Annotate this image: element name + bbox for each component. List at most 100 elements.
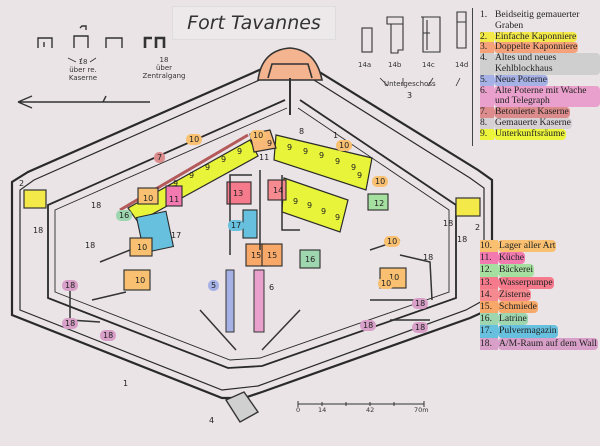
map-label: 18 <box>85 241 96 250</box>
legend-number: 7. <box>480 106 494 118</box>
map-label: 17 <box>171 231 182 240</box>
map-label: 9 <box>321 207 327 216</box>
map-label: 10 <box>378 278 395 289</box>
map-label: 6 <box>269 283 275 292</box>
legend-text: Latrine <box>498 313 528 326</box>
legend-text: Schmiede <box>498 301 538 314</box>
map-label: 4 <box>209 416 215 425</box>
map-label: 9 <box>351 163 357 172</box>
legend-item: 6.Alte Poterne mit Wache und Telegraph <box>480 85 600 108</box>
map-label: 9 <box>335 157 341 166</box>
map-title: Fort Tavannes <box>172 6 336 40</box>
legend-number: 6. <box>480 85 494 108</box>
map-label: 10 <box>186 134 203 145</box>
map-label: 10 <box>143 194 154 203</box>
map-label: 10 <box>250 130 267 141</box>
legend-item: 3.Doppelte Kaponniere <box>480 41 600 54</box>
map-label: 1 <box>123 379 129 388</box>
legend-number: 8. <box>480 117 494 129</box>
map-label: 9 <box>319 151 325 160</box>
new-postern <box>225 269 235 333</box>
map-label: 9 <box>293 197 299 206</box>
map-label: 10 <box>389 273 400 282</box>
map-label: 18 <box>443 219 454 228</box>
legend-number: 12. <box>480 264 498 277</box>
map-label: 18 <box>412 322 429 333</box>
map-label: 18 <box>360 320 377 331</box>
legend-item: 9.Unterkunftsräume <box>480 127 600 140</box>
note-line: Kaserne <box>68 74 98 82</box>
old-postern <box>253 269 265 333</box>
section-label-14a: 14a <box>358 61 372 69</box>
double-caponiere <box>257 47 323 115</box>
map-label: 9 <box>237 147 243 156</box>
legend-text: Unterkunftsräume <box>494 127 566 140</box>
legend-number: 4. <box>480 52 494 75</box>
map-label: 9 <box>357 171 363 180</box>
legend-text: A/M-Raum auf dem Wall <box>498 337 598 350</box>
legend-item: 13.Wasserpumpe <box>480 276 600 289</box>
map-label: 14 <box>273 186 284 195</box>
legend-item: 16.Latrine <box>480 313 600 326</box>
note-line: 18 <box>159 56 169 64</box>
map-label: 9 <box>307 201 313 210</box>
map-label: 18 <box>62 280 79 291</box>
note-line: 18 <box>78 58 88 66</box>
scale-tick: 70m <box>414 406 429 414</box>
legend-item: 7.Betonierte Kaserne <box>480 106 600 118</box>
section-label-14d: 14d <box>455 61 469 69</box>
legend-number: 10. <box>480 240 498 253</box>
caponiere-left <box>23 189 47 209</box>
map-label: 9 <box>205 163 211 172</box>
map-label: 15 <box>267 251 278 260</box>
map-label: 11 <box>259 153 270 162</box>
legend-item: 1.Beidseitig gemauerter Graben <box>480 9 600 32</box>
note-line: über re. <box>69 66 97 74</box>
map-label: 10 <box>384 236 401 247</box>
legend-number: 16. <box>480 313 498 326</box>
map-label: 18 <box>91 201 102 210</box>
legend-text: Bäckerei <box>498 264 535 277</box>
map-label: 2 <box>19 179 25 188</box>
map-label: 18 <box>412 298 429 309</box>
map-label: 10 <box>135 276 146 285</box>
legend-item: 8.Gemauerte Kaserne <box>480 117 600 129</box>
legend-item: 11.Küche <box>480 252 600 265</box>
map-label: 10 <box>372 176 389 187</box>
legend-text: Altes und neues Kehlblockhaus <box>494 52 600 75</box>
scale-tick: 14 <box>318 406 327 414</box>
legend-item: 4.Altes und neues Kehlblockhaus <box>480 52 600 75</box>
legend-text: Wasserpumpe <box>498 276 554 289</box>
section-sketches-right <box>361 11 467 87</box>
map-label: 8 <box>299 127 305 136</box>
legend-text: Küche <box>498 252 526 265</box>
fort-walls <box>10 58 494 400</box>
map-label: 1 <box>333 131 339 140</box>
legend-number: 15. <box>480 301 498 314</box>
map-label: 10 <box>137 243 148 252</box>
map-label: 16 <box>116 210 133 221</box>
legend-text: Neue Poterne <box>494 73 548 86</box>
section-sketches-left <box>37 25 166 63</box>
legend-text: Doppelte Kaponniere <box>494 41 579 54</box>
legend-number: 1. <box>480 9 488 20</box>
section-caption: Untergeschoss <box>384 80 436 88</box>
legend-item: 10.Lager aller Art <box>480 240 600 253</box>
map-label: 10 <box>336 140 353 151</box>
map-label: 17 <box>228 220 245 231</box>
legend-item: 14.Zisterne <box>480 288 600 302</box>
map-label: 3 <box>407 91 413 100</box>
legend-text: Einfache Kaponniere <box>494 30 578 43</box>
legend-item: 15.Schmiede <box>480 301 600 314</box>
legend-text: Zisterne <box>498 288 532 302</box>
map-label: 7 <box>154 152 166 163</box>
legend-item: 17.Pulvermagazin <box>480 325 600 338</box>
scale-tick: 42 <box>366 406 375 414</box>
note-over-central-corridor: 18 über Zentralgang <box>136 56 192 80</box>
map-label: 18 <box>62 318 79 329</box>
map-label: 18 <box>100 330 117 341</box>
scale-bar: 0 14 42 70m <box>296 400 429 418</box>
